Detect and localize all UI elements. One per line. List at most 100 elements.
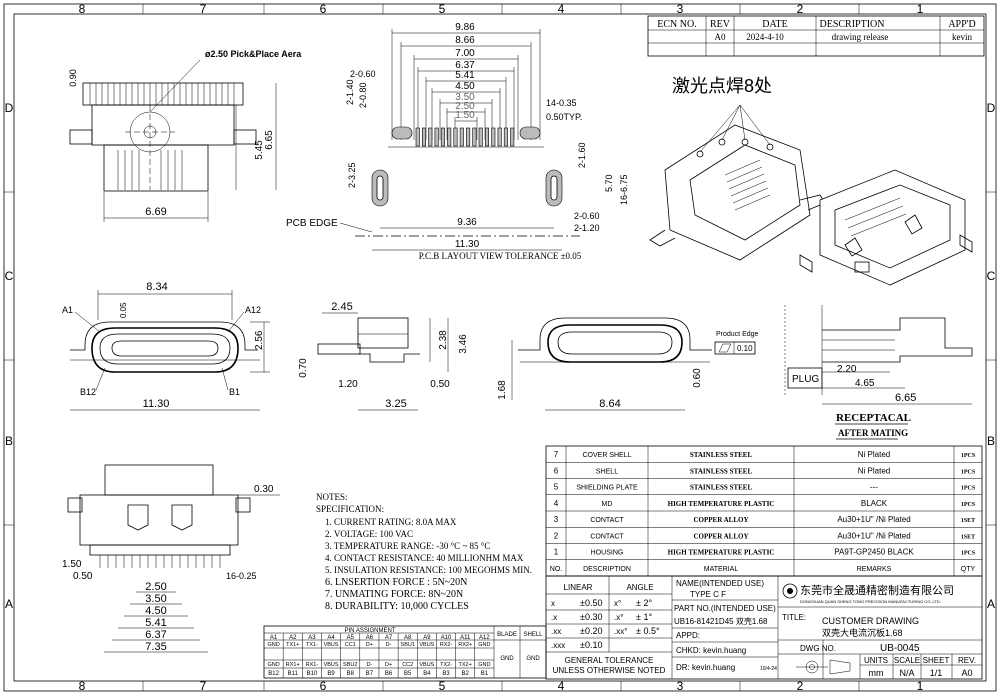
front-view: 8.34 0.05 A1 A12 B12 B1 2.56 11.30 bbox=[62, 281, 270, 411]
tol-linear: LINEAR bbox=[564, 583, 593, 592]
pin-bottom-num: B6 bbox=[385, 671, 393, 677]
tol-cell: ±0.20 bbox=[580, 626, 602, 636]
zone-col-bottom: 8 bbox=[79, 679, 86, 693]
pin-bottom-num: B11 bbox=[288, 671, 299, 677]
title-label: TITLE: bbox=[782, 613, 806, 622]
rev-v: A0 bbox=[961, 668, 972, 678]
zone-col-top: 8 bbox=[79, 2, 86, 16]
front-b12: B12 bbox=[80, 387, 96, 397]
bom-cell: 1PCS bbox=[961, 486, 976, 492]
pcb-dim-9-86: 9.86 bbox=[455, 22, 475, 33]
bv-dim-0-30: 0.30 bbox=[254, 484, 274, 495]
note-7: 7. UNMATING FORCE: 8N~20N bbox=[325, 589, 463, 600]
pin-top-signal: D- bbox=[386, 642, 392, 648]
pin-blade-h: BLADE bbox=[497, 632, 517, 638]
dwg-val: UB-0045 bbox=[880, 643, 920, 654]
pcb-dim-9-36: 9.36 bbox=[457, 217, 477, 228]
pcb-right-2-160: 2-1.60 bbox=[577, 142, 587, 168]
zone-row-right: B bbox=[987, 434, 995, 448]
front-a1: A1 bbox=[62, 305, 73, 315]
pin-bottom-signal: VBUS bbox=[419, 662, 434, 668]
pcb-edge-label: PCB EDGE bbox=[286, 218, 338, 229]
zone-col-bottom: 2 bbox=[797, 679, 804, 693]
flatness-val: 0.10 bbox=[737, 344, 753, 353]
pcb-dim-8-66: 8.66 bbox=[455, 35, 475, 46]
bom-cell: COPPER ALLOY bbox=[693, 516, 748, 524]
zone-col-bottom: 4 bbox=[558, 679, 565, 693]
pin-table-title: PIN ASSIGNMENT bbox=[344, 628, 395, 634]
pin-top-signal: RX2+ bbox=[458, 642, 472, 648]
pin-top-num: A7 bbox=[385, 635, 393, 641]
pcb-right-14-035: 14-0.35 bbox=[546, 98, 577, 108]
pin-top-signal: CC1 bbox=[345, 642, 356, 648]
bom-cell: 6 bbox=[554, 466, 559, 475]
sheet-h: SHEET bbox=[923, 656, 950, 665]
pin-top-num: A1 bbox=[270, 635, 278, 641]
pin-bottom-signal: D- bbox=[366, 662, 372, 668]
pin-bottom-signal: GND bbox=[478, 662, 490, 668]
pcb-right-2-120: 2-1.20 bbox=[574, 223, 600, 233]
zone-col-bottom: 1 bbox=[917, 679, 924, 693]
dwg-label: DWG NO. bbox=[800, 644, 836, 653]
pcb-dim-5-41: 5.41 bbox=[455, 70, 475, 81]
title-val-1: CUSTOMER DRAWING bbox=[822, 616, 919, 626]
pin-top-signal: RX2- bbox=[440, 642, 453, 648]
dim-6-69: 6.69 bbox=[145, 206, 166, 218]
bom-cell: HOUSING bbox=[591, 550, 624, 557]
zone-row-left: D bbox=[5, 101, 14, 115]
pin-top-signal: SBU1 bbox=[401, 642, 415, 648]
bom-cell: STAINLESS STEEL bbox=[690, 484, 753, 492]
pcb-left-2-325: 2-3.25 bbox=[347, 162, 357, 188]
gen-tol-1: GENERAL TOLERANCE bbox=[565, 656, 654, 665]
pcb-caption: P.C.B LAYOUT VIEW TOLERANCE ±0.05 bbox=[419, 251, 582, 261]
bom-cell: 2 bbox=[554, 531, 559, 540]
bom-cell: 1SET bbox=[961, 534, 975, 540]
bom-cell: PA9T-GP2450 BLACK bbox=[834, 548, 914, 557]
dr-label: DR: kevin.huang bbox=[676, 663, 735, 672]
tol-cell: .xx° bbox=[614, 627, 627, 636]
rev-rev: A0 bbox=[715, 32, 726, 42]
pin-top-num: A9 bbox=[423, 635, 431, 641]
flat-dim-1-68: 1.68 bbox=[497, 380, 508, 400]
bom-cell: CONTACT bbox=[590, 533, 624, 540]
pcb-dim-6-37: 6.37 bbox=[455, 60, 475, 71]
pcb-pad bbox=[428, 127, 433, 147]
pcb-dim-2-50: 2.50 bbox=[455, 101, 475, 112]
pin-shell-h: SHELL bbox=[523, 632, 543, 638]
pcb-dim-4-50: 4.50 bbox=[455, 81, 475, 92]
pcb-pad bbox=[510, 127, 515, 147]
bottom-view: 0.30 1.50 0.50 16-0.25 2.50 3.50 4.50 5.… bbox=[62, 464, 280, 653]
rev-appd: kevin bbox=[952, 32, 972, 42]
bom-cell: 1PCS bbox=[961, 469, 976, 475]
bv-dim-3-50: 3.50 bbox=[145, 593, 166, 605]
pin-bottom-num: B3 bbox=[442, 671, 450, 677]
pin-bottom-num: B5 bbox=[404, 671, 412, 677]
bom-cell: Ni Plated bbox=[858, 466, 890, 475]
notes-spec: SPECIFICATION: bbox=[316, 504, 384, 514]
zone-col-top: 4 bbox=[558, 2, 565, 16]
bom-header: QTY bbox=[961, 566, 976, 573]
pcb-dim-3-50: 3.50 bbox=[455, 92, 475, 103]
bom-cell: HIGH TEMPERATURE PLASTIC bbox=[668, 500, 775, 508]
pin-bottom-num: B9 bbox=[327, 671, 335, 677]
plug-label: PLUG bbox=[792, 374, 819, 385]
pin-bottom-signal: SBU2 bbox=[343, 662, 357, 668]
bom-cell: MD bbox=[602, 501, 613, 508]
side-dim-2-45: 2.45 bbox=[331, 301, 352, 313]
tol-angle: ANGLE bbox=[626, 583, 653, 592]
bv-dim-16-025: 16-0.25 bbox=[226, 571, 257, 581]
notes-title: NOTES: bbox=[316, 492, 348, 502]
bom-cell: STAINLESS STEEL bbox=[690, 451, 753, 459]
pin-bottom-num: B4 bbox=[423, 671, 431, 677]
pin-bottom-signal: TX2+ bbox=[459, 662, 472, 668]
pin-top-num: A11 bbox=[460, 635, 471, 641]
pcb-pad bbox=[472, 127, 477, 147]
tol-cell: .x° bbox=[614, 613, 623, 622]
pcb-dim-1-50: 1.50 bbox=[455, 110, 475, 121]
side-dim-3-46: 3.46 bbox=[458, 334, 469, 354]
pcb-pad bbox=[421, 127, 426, 147]
note-2: 2. VOLTAGE: 100 VAC bbox=[325, 529, 413, 539]
